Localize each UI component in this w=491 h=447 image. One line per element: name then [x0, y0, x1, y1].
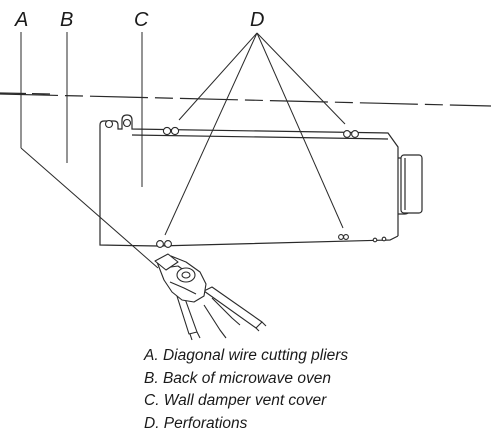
legend-item-b: B. Back of microwave oven — [144, 369, 331, 387]
plier-jaw — [154, 253, 179, 271]
perforation — [162, 126, 172, 136]
callout-b: B — [60, 9, 73, 31]
perforation — [338, 234, 344, 240]
legend-item-c: C. Wall damper vent cover — [144, 392, 327, 409]
leader-d-4 — [256, 32, 344, 229]
leader-d-2 — [256, 32, 346, 125]
callout-a: A — [14, 9, 28, 31]
vent-cover-outline — [99, 114, 423, 247]
callout-c: C — [134, 9, 149, 31]
perforation — [351, 130, 359, 138]
perforation — [343, 234, 349, 240]
leader-a-diagonal — [20, 147, 159, 269]
perforation — [170, 126, 180, 136]
vent-port — [400, 154, 423, 214]
perforations — [156, 126, 359, 248]
callout-d: D — [250, 9, 264, 31]
legend: A. Diagonal wire cutting pliers B. Back … — [144, 345, 348, 435]
leader-lines — [20, 32, 346, 269]
leader-d-3 — [164, 32, 258, 236]
wire-cutting-pliers — [154, 253, 267, 341]
legend-item-a: A. Diagonal wire cutting pliers — [144, 347, 349, 364]
mounting-holes — [104, 118, 387, 243]
plier-pivot — [176, 267, 196, 283]
tab-hole-right — [122, 118, 132, 128]
plier-handle-upper — [203, 286, 263, 329]
small-screw-hole — [381, 236, 387, 242]
tab-hole-left — [104, 119, 114, 129]
perforation — [164, 240, 172, 248]
legend-item-d: D. Perforations — [144, 414, 248, 432]
wall-line — [0, 92, 491, 107]
perforation — [343, 130, 351, 138]
small-screw-hole — [372, 237, 378, 243]
perforation — [156, 240, 164, 248]
leader-d-1 — [178, 32, 258, 121]
